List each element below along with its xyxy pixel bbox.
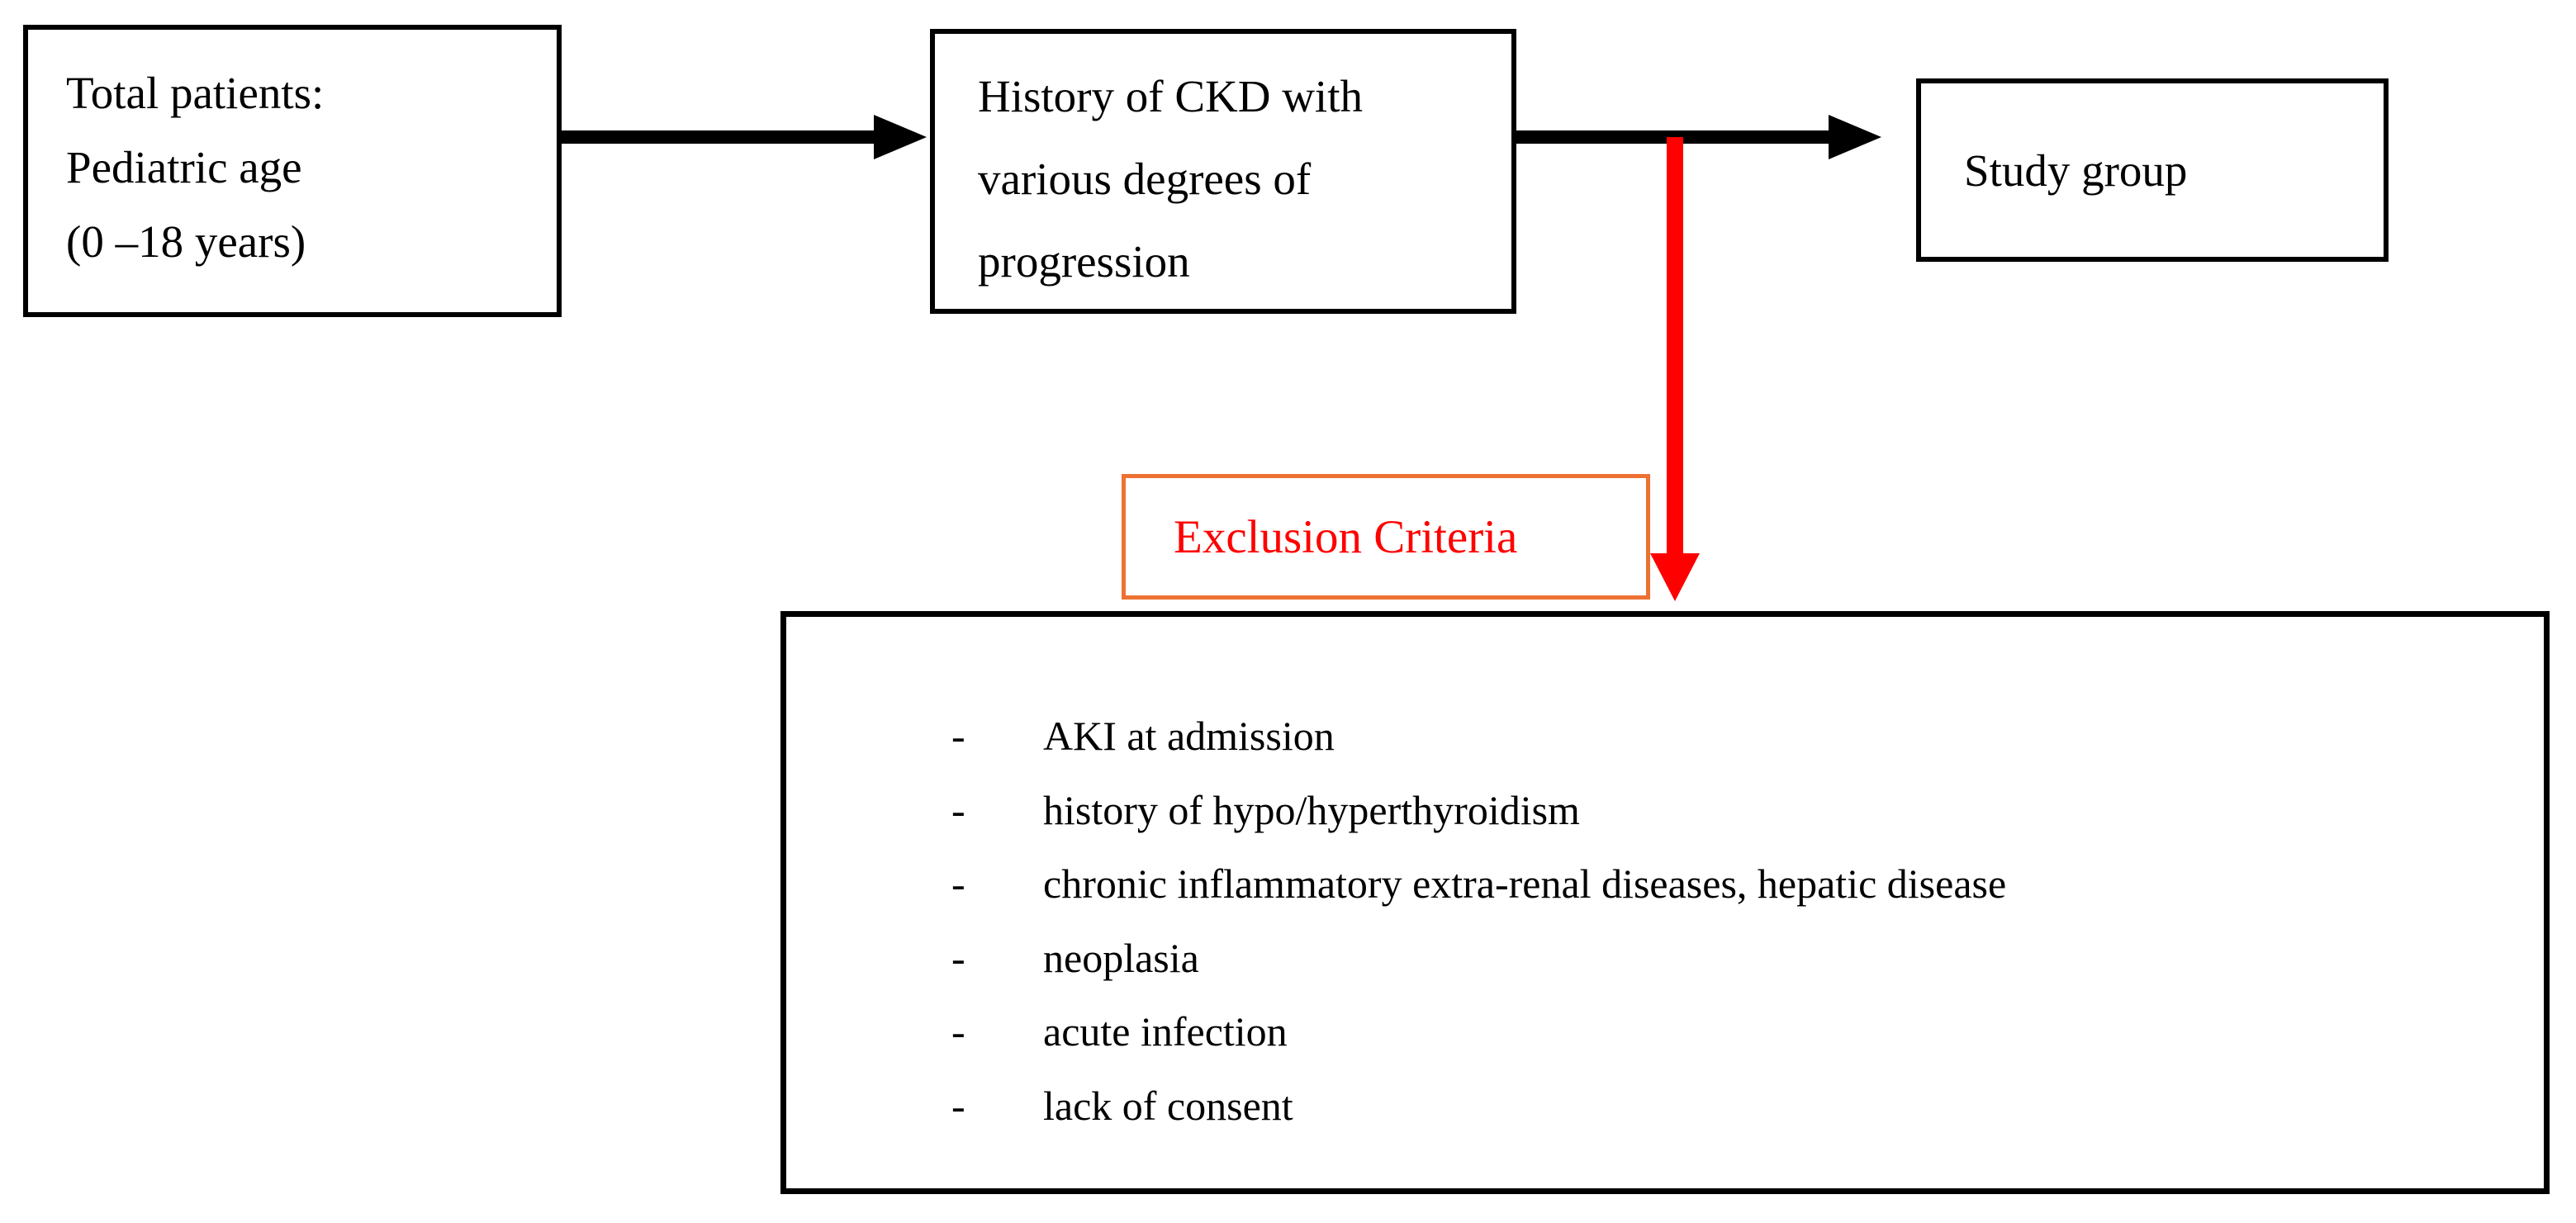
exclusion-criteria-list-box: - AKI at admission - history of hypo/hyp… (780, 611, 2550, 1194)
ckd-history-line-2: various degrees of (978, 154, 1312, 204)
exclusion-list-item: - history of hypo/hyperthyroidism (951, 785, 1580, 836)
dash-bullet: - (951, 1083, 965, 1129)
exclusion-item-text: AKI at admission (1043, 713, 1335, 759)
study-group-label: Study group (1964, 145, 2188, 196)
exclusion-item-text: chronic inflammatory extra-renal disease… (1043, 860, 2007, 907)
exclusion-list-item: - neoplasia (951, 932, 1199, 984)
arrow-right-icon-2 (1829, 115, 1881, 159)
arrow-right-icon-1 (874, 115, 927, 159)
exclusion-item-text: lack of consent (1043, 1083, 1293, 1129)
exclusion-item-text: neoplasia (1043, 935, 1199, 981)
total-patients-box: Total patients: Pediatric age (0 –18 yea… (23, 25, 562, 317)
total-patients-line-3: (0 –18 years) (66, 216, 306, 267)
dash-bullet: - (951, 935, 965, 981)
study-group-box: Study group (1916, 78, 2389, 262)
exclusion-list-item: - chronic inflammatory extra-renal disea… (951, 858, 2006, 909)
exclusion-criteria-label: Exclusion Criteria (1174, 510, 1518, 563)
ckd-history-line-1: History of CKD with (978, 71, 1363, 121)
exclusion-list-item: - acute infection (951, 1006, 1288, 1057)
exclusion-item-text: acute infection (1043, 1008, 1288, 1055)
dash-bullet: - (951, 713, 965, 759)
ckd-history-line-3: progression (978, 236, 1190, 287)
dash-bullet: - (951, 787, 965, 833)
ckd-history-box: History of CKD with various degrees of p… (930, 29, 1516, 314)
dash-bullet: - (951, 1008, 965, 1055)
total-patients-line-1: Total patients: (66, 68, 325, 118)
arrow-down-shaft-red (1667, 137, 1683, 553)
arrow-right-shaft-1 (560, 130, 875, 144)
total-patients-line-2: Pediatric age (66, 142, 302, 192)
exclusion-item-text: history of hypo/hyperthyroidism (1043, 787, 1580, 833)
dash-bullet: - (951, 860, 965, 907)
exclusion-list-item: - AKI at admission (951, 710, 1335, 761)
exclusion-list-item: - lack of consent (951, 1080, 1293, 1131)
exclusion-criteria-label-box: Exclusion Criteria (1122, 474, 1650, 600)
arrow-down-icon-red (1650, 553, 1700, 601)
